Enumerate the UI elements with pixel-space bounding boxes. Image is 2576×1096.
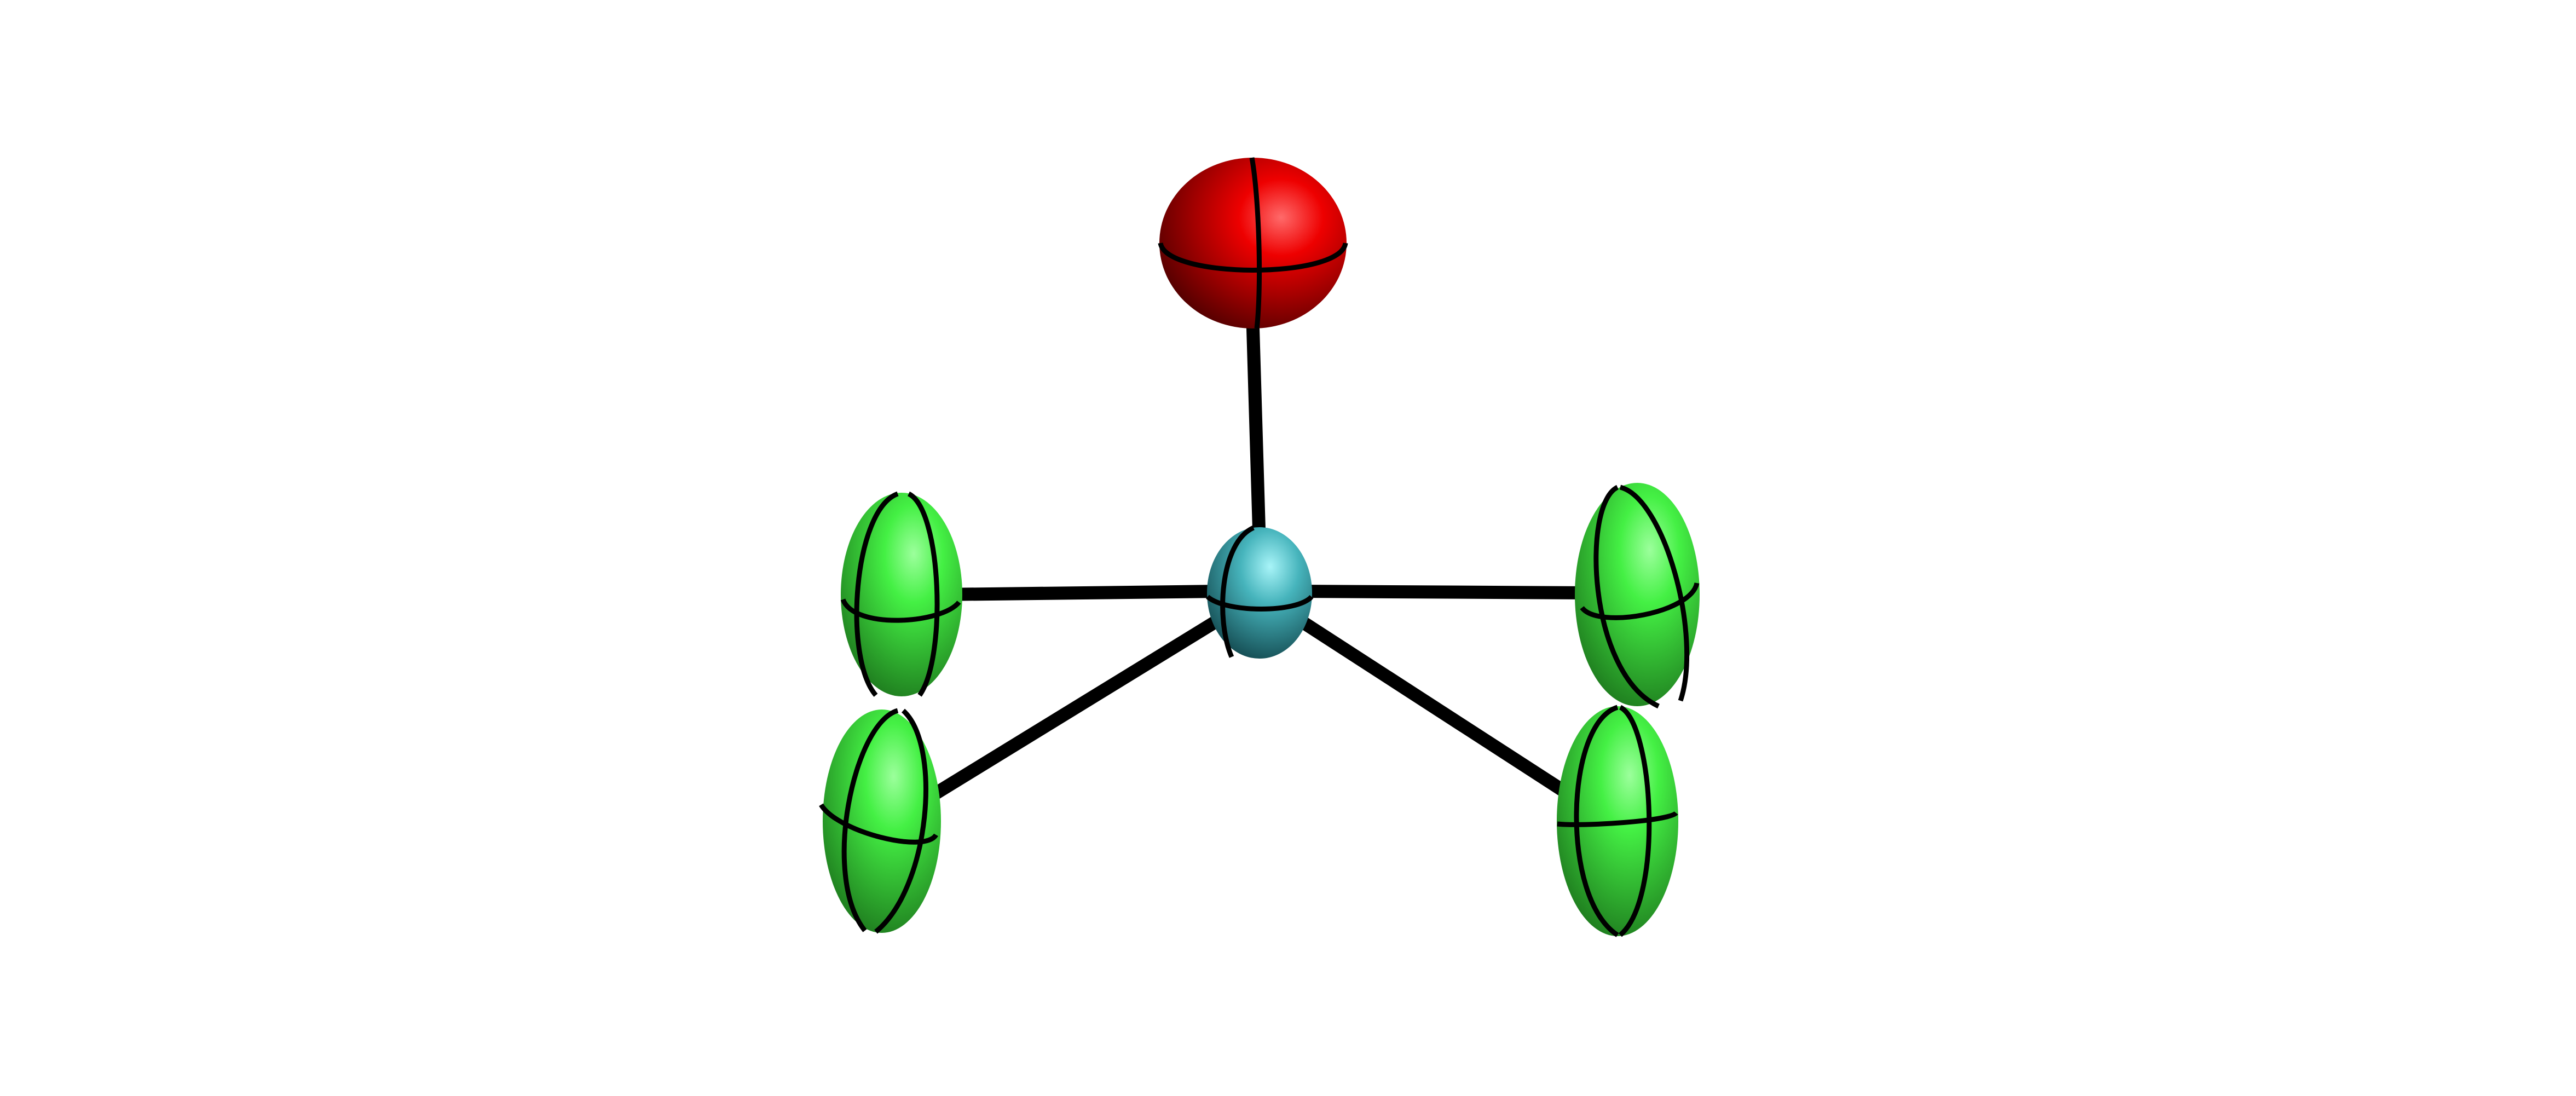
bond-center-halogen-left-bottom (924, 612, 1227, 803)
bond-center-halogen-right-bottom (1291, 612, 1572, 799)
oxygen-atom (1158, 157, 1348, 329)
bond-center-oxygen (1246, 322, 1266, 554)
halogen-atom-right-bottom (1557, 705, 1678, 937)
halogen-atom-right-top (1575, 483, 1700, 709)
halogen-atom-left-bottom (819, 708, 941, 934)
halogen-atom-left-top (840, 491, 962, 697)
bonds (924, 322, 1599, 803)
bond-center-halogen-left-top (935, 585, 1227, 601)
bond-center-halogen-right-top (1291, 585, 1599, 599)
central-atom (1206, 525, 1314, 659)
